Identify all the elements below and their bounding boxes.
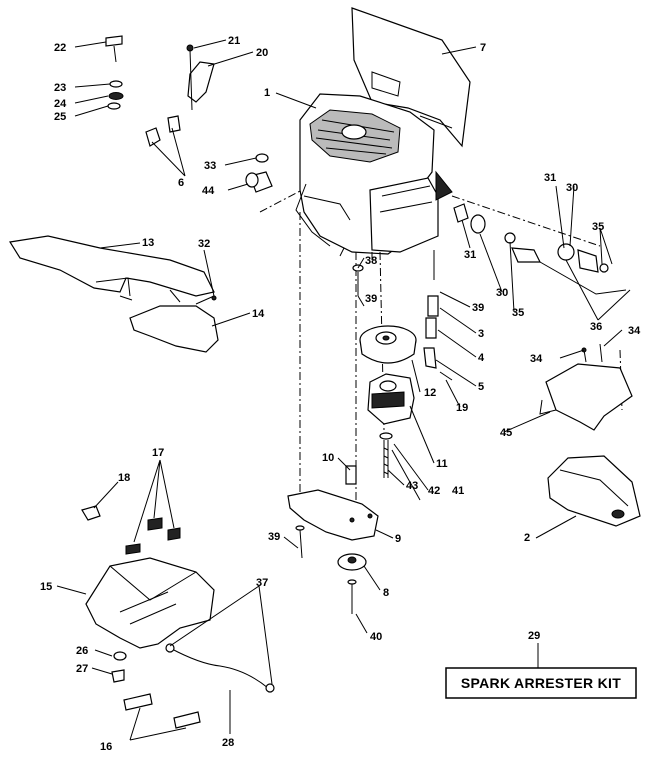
- callout-36: 36: [590, 321, 602, 333]
- parts-20-21-bracket: [186, 44, 215, 111]
- parts-22-25-hardware: [105, 35, 124, 110]
- callout-37: 37: [256, 577, 268, 589]
- callout-22: 22: [54, 42, 66, 54]
- callout-39-bottom: 39: [268, 531, 280, 543]
- callout-2: 2: [524, 532, 530, 544]
- callout-42: 42: [428, 485, 440, 497]
- callout-labels: 22 21 20 7 1 23 24 25 33 6 44 31 30 35 1…: [40, 35, 641, 753]
- callout-31-mid: 31: [464, 249, 476, 261]
- callout-7: 7: [480, 42, 486, 54]
- callout-27: 27: [76, 663, 88, 675]
- callout-35-mid: 35: [512, 307, 524, 319]
- callout-34-right: 34: [628, 325, 641, 337]
- callout-39-right: 39: [472, 302, 484, 314]
- callout-16: 16: [100, 741, 112, 753]
- part-6-clips: [145, 115, 181, 147]
- parts-13-14-panels: [9, 235, 219, 353]
- callout-19: 19: [456, 402, 468, 414]
- callout-40: 40: [370, 631, 382, 643]
- callout-44: 44: [202, 185, 215, 197]
- callout-13: 13: [142, 237, 154, 249]
- callout-6: 6: [178, 177, 184, 189]
- callout-39-mid: 39: [365, 293, 377, 305]
- callout-17: 17: [152, 447, 164, 459]
- callout-18: 18: [118, 472, 130, 484]
- parts-15-17-18-base: [81, 505, 215, 649]
- parts-8-39-40: [295, 525, 367, 614]
- leader-lines: [56, 39, 631, 741]
- callout-21: 21: [228, 35, 240, 47]
- callout-38: 38: [365, 255, 377, 267]
- callout-9: 9: [395, 533, 401, 545]
- callout-3: 3: [478, 328, 484, 340]
- callout-5: 5: [478, 381, 484, 393]
- callout-30-top: 30: [566, 182, 578, 194]
- spark-arrester-kit-box: SPARK ARRESTER KIT: [445, 667, 637, 699]
- callout-33: 33: [204, 160, 216, 172]
- callout-41: 41: [452, 485, 464, 497]
- callout-32: 32: [198, 238, 210, 250]
- callout-8: 8: [383, 587, 389, 599]
- callout-11: 11: [436, 458, 448, 470]
- part-9-plate: [287, 465, 379, 541]
- callout-10: 10: [322, 452, 334, 464]
- callout-24: 24: [54, 98, 67, 110]
- callout-35-top: 35: [592, 221, 604, 233]
- center-lines: [259, 189, 623, 500]
- part-12-pulley: [359, 325, 417, 364]
- callout-1: 1: [264, 87, 270, 99]
- callout-12: 12: [424, 387, 436, 399]
- callout-45: 45: [500, 427, 512, 439]
- callout-4: 4: [478, 352, 485, 364]
- part-11-clutch: [367, 373, 415, 425]
- callout-43: 43: [406, 480, 418, 492]
- callout-26: 26: [76, 645, 88, 657]
- parts-26-28-37-line: [111, 643, 275, 693]
- parts-34-45-bracket: [539, 343, 633, 431]
- callout-29: 29: [528, 630, 540, 642]
- parts-41-43-bolts: [379, 432, 393, 478]
- parts-30-31-35-36-exhaust: [453, 203, 627, 295]
- part-16-blocks: [123, 693, 201, 729]
- callout-28: 28: [222, 737, 234, 749]
- callout-15: 15: [40, 581, 52, 593]
- callout-23: 23: [54, 82, 66, 94]
- callout-20: 20: [256, 47, 268, 59]
- callout-25: 25: [54, 111, 66, 123]
- callout-34-left: 34: [530, 353, 543, 365]
- parts-33-44: [245, 153, 273, 193]
- kit-frame: [445, 667, 637, 699]
- callout-31-top: 31: [544, 172, 556, 184]
- part-7-shield: [351, 7, 471, 148]
- part-2-muffler: [547, 455, 641, 527]
- part-1-engine: [295, 93, 453, 260]
- kit-label: SPARK ARRESTER KIT: [461, 675, 621, 691]
- parts-3-5-19-38-39-hardware: [352, 250, 453, 381]
- callout-14: 14: [252, 308, 265, 320]
- callout-30-mid: 30: [496, 287, 508, 299]
